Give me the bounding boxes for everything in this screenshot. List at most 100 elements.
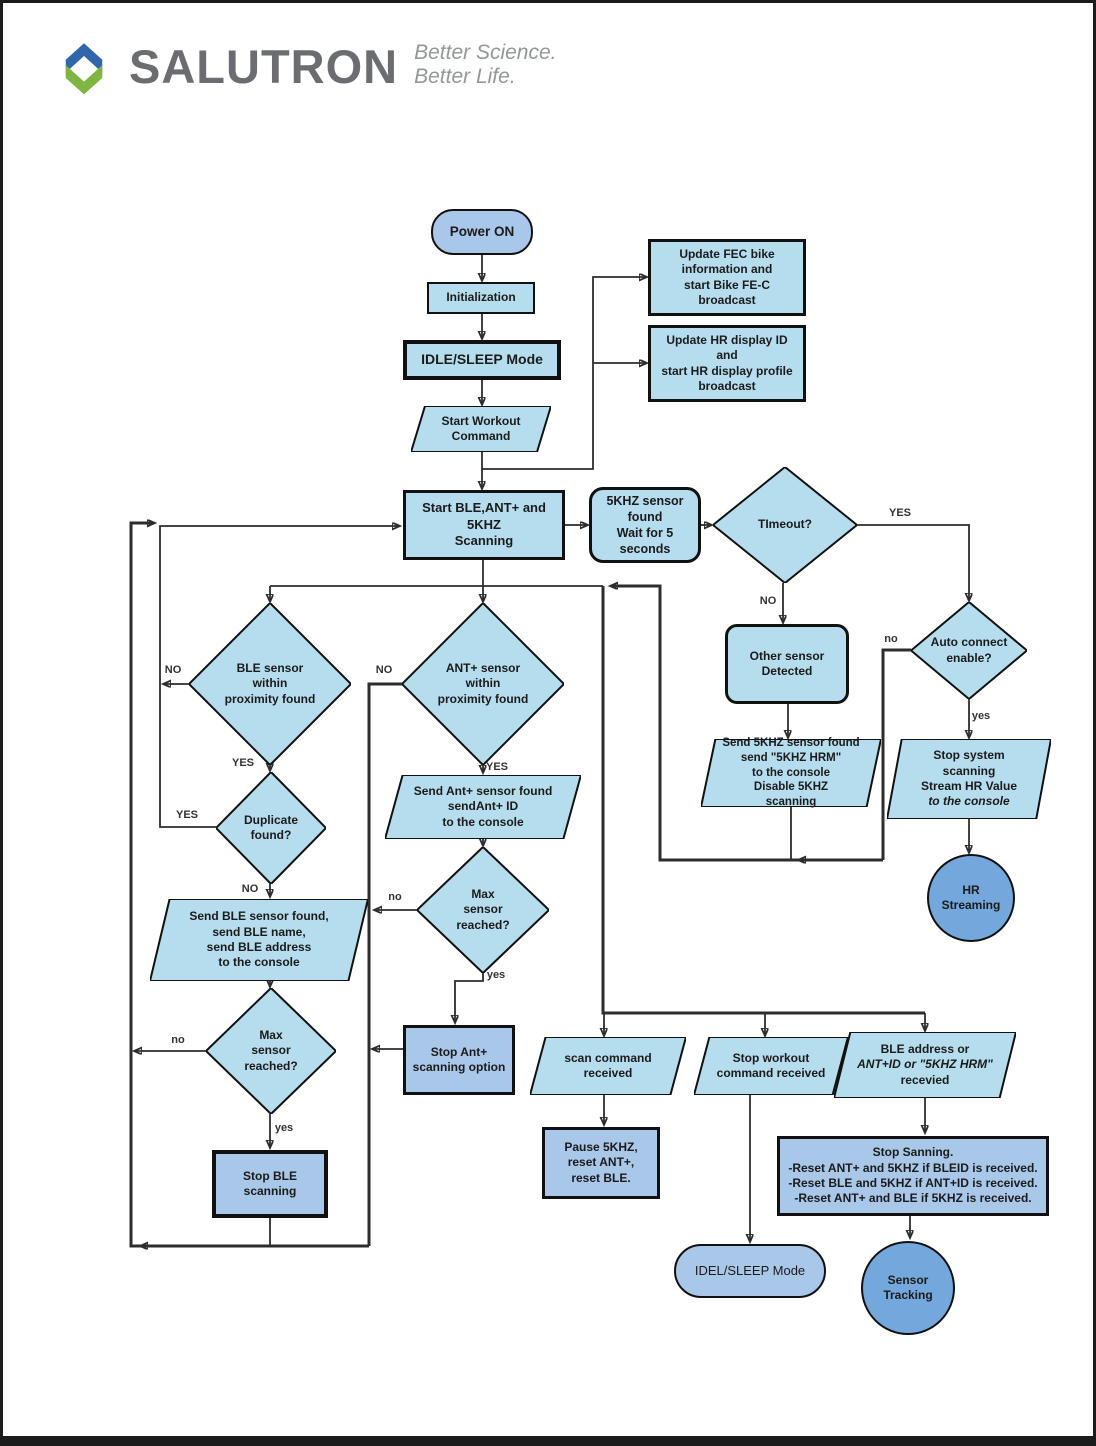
parallelogram-shape: [694, 1037, 848, 1095]
node-ble-sensor-proximity-decision: BLE sensor within proximity found: [189, 603, 351, 765]
node-label: Sensor Tracking: [883, 1272, 933, 1302]
node-timeout-decision: TImeout?: [713, 467, 857, 583]
node-label: Send 5KHZ sensor found send "5KHZ HRM" t…: [722, 737, 860, 809]
edge-timeout-yes: [857, 524, 969, 600]
tagline-line2: Better Life.: [414, 65, 516, 89]
node-auto-connect-decision: Auto connect enable?: [911, 602, 1027, 699]
edge-label-ant-no: NO: [375, 664, 393, 676]
node-label: Update HR display ID and start HR displa…: [661, 332, 793, 393]
node-label: Update FEC bike information and start Bi…: [679, 246, 775, 307]
node-label: scan command received: [564, 1050, 652, 1080]
edge-branch-updatefec: [482, 277, 646, 470]
diamond-shape: [206, 988, 336, 1114]
node-label: Start Workout Command: [441, 413, 521, 443]
edge-autoconnect-no: [881, 648, 911, 860]
node-label: IDLE/SLEEP Mode: [421, 351, 543, 368]
edge-label-timeout-yes: YES: [888, 507, 912, 519]
node-start-workout-command: Start Workout Command: [411, 406, 551, 452]
node-send-ant-sensor-found: Send Ant+ sensor found sendAnt+ ID to th…: [385, 775, 581, 839]
edge-label-timeout-no: NO: [759, 595, 777, 607]
diamond-shape: [713, 467, 857, 583]
node-sensor-tracking: Sensor Tracking: [861, 1241, 955, 1335]
parallelogram-shape: [385, 775, 581, 839]
edge-ant-no: [367, 682, 402, 1246]
node-label: Initialization: [446, 290, 516, 305]
node-label-line1: BLE address or: [880, 1041, 970, 1056]
edges: [129, 255, 969, 1248]
node-label: Max sensor reached?: [456, 886, 510, 932]
edge-label-ant-yes: YES: [485, 761, 509, 773]
node-stop-ble-scanning: Stop BLE scanning: [212, 1150, 328, 1218]
node-update-hr-display: Update HR display ID and start HR displa…: [648, 325, 806, 402]
diamond-shape: [417, 847, 549, 973]
node-label: Send BLE sensor found, send BLE name, se…: [189, 909, 329, 970]
node-hr-streaming: HR Streaming: [927, 854, 1015, 942]
node-label: Other sensor Detected: [749, 648, 825, 678]
edge-label-maxble-yes: yes: [274, 1122, 294, 1134]
node-max-sensor-reached-ble-decision: Max sensor reached?: [206, 988, 336, 1114]
node-stop-ant-scanning-option: Stop Ant+ scanning option: [403, 1025, 515, 1095]
brand-tagline: Better Science. Better Life.: [414, 41, 556, 89]
node-label: Max sensor reached?: [244, 1027, 298, 1073]
node-scan-command-received: scan command received: [530, 1037, 686, 1095]
node-stop-workout-command-received: Stop workout command received: [694, 1037, 848, 1095]
node-send-5khz-sensor-found: Send 5KHZ sensor found send "5KHZ HRM" t…: [701, 737, 881, 809]
node-power-on: Power ON: [431, 209, 533, 255]
node-ant-sensor-proximity-decision: ANT+ sensor within proximity found: [402, 603, 564, 765]
edge-label-ble-no: NO: [164, 664, 182, 676]
edge-merge-return: [611, 586, 799, 862]
node-max-sensor-reached-ant-decision: Max sensor reached?: [417, 847, 549, 973]
node-update-fec-bike: Update FEC bike information and start Bi…: [648, 239, 806, 316]
node-label: Send Ant+ sensor found sendAnt+ ID to th…: [413, 783, 553, 829]
node-label: IDEL/SLEEP Mode: [694, 1262, 806, 1278]
edge-maxant-yes: [455, 973, 484, 1022]
node-label: TImeout?: [758, 517, 812, 532]
node-label: Stop workout command received: [716, 1050, 826, 1080]
edge-label-auto-yes: yes: [971, 710, 991, 722]
parallelogram-shape: [530, 1037, 686, 1095]
node-idel-sleep-mode: IDEL/SLEEP Mode: [674, 1244, 826, 1298]
edge-label-ble-yes: YES: [231, 757, 255, 769]
edge-label-auto-no: no: [884, 633, 898, 645]
node-initialization: Initialization: [427, 282, 535, 314]
node-stop-sanning: Stop Sanning. -Reset ANT+ and 5KHZ if BL…: [777, 1136, 1049, 1216]
parallelogram-shape: [411, 406, 551, 452]
diamond-shape: [911, 602, 1027, 699]
node-idle-sleep-mode: IDLE/SLEEP Mode: [403, 340, 561, 380]
node-label-line2-italic: ANT+ID or "5KHZ HRM": [857, 1057, 993, 1072]
parallelogram-shape: [701, 739, 881, 807]
parallelogram-shape: [150, 899, 368, 981]
node-pause-5khz: Pause 5KHZ, reset ANT+, reset BLE.: [542, 1127, 660, 1199]
edge-inner-loop: [159, 526, 399, 828]
node-label: Power ON: [449, 224, 515, 240]
node-label: HR Streaming: [941, 882, 1001, 912]
diamond-shape: [402, 603, 564, 765]
node-label: Stop BLE scanning: [243, 1168, 297, 1198]
node-label: Stop Sanning. -Reset ANT+ and 5KHZ if BL…: [788, 1145, 1038, 1206]
salutron-logo-icon: [65, 43, 103, 95]
node-label: Auto connect enable?: [930, 635, 1008, 665]
node-label: Pause 5KHZ, reset ANT+, reset BLE.: [564, 1139, 638, 1185]
connector-layer: [129, 255, 1093, 1436]
edge-label-maxant-no: no: [388, 891, 402, 903]
edge-label-maxant-yes: yes: [486, 969, 506, 981]
node-other-sensor-detected: Other sensor Detected: [725, 624, 849, 704]
node-duplicate-found-decision: Duplicate found?: [216, 772, 326, 884]
node-label: Start BLE,ANT+ and 5KHZ Scanning: [422, 500, 546, 549]
brand-name: SALUTRON: [129, 40, 399, 93]
edge-events-drop: [601, 586, 925, 1015]
logo: SALUTRON Better Science. Better Life.: [53, 33, 557, 101]
node-label-line3: recevied: [900, 1072, 950, 1087]
parallelogram-shape: [834, 1032, 1016, 1098]
edge-outer-loop: [129, 523, 369, 1248]
node-label: Duplicate found?: [243, 812, 298, 842]
edge-label-dup-no: NO: [241, 883, 259, 895]
diamond-shape: [216, 772, 326, 884]
tagline-line1: Better Science.: [414, 41, 557, 64]
node-label-italic: to the console: [928, 794, 1010, 809]
node-5khz-sensor-found-wait: 5KHZ sensor found Wait for 5 seconds: [589, 487, 701, 563]
